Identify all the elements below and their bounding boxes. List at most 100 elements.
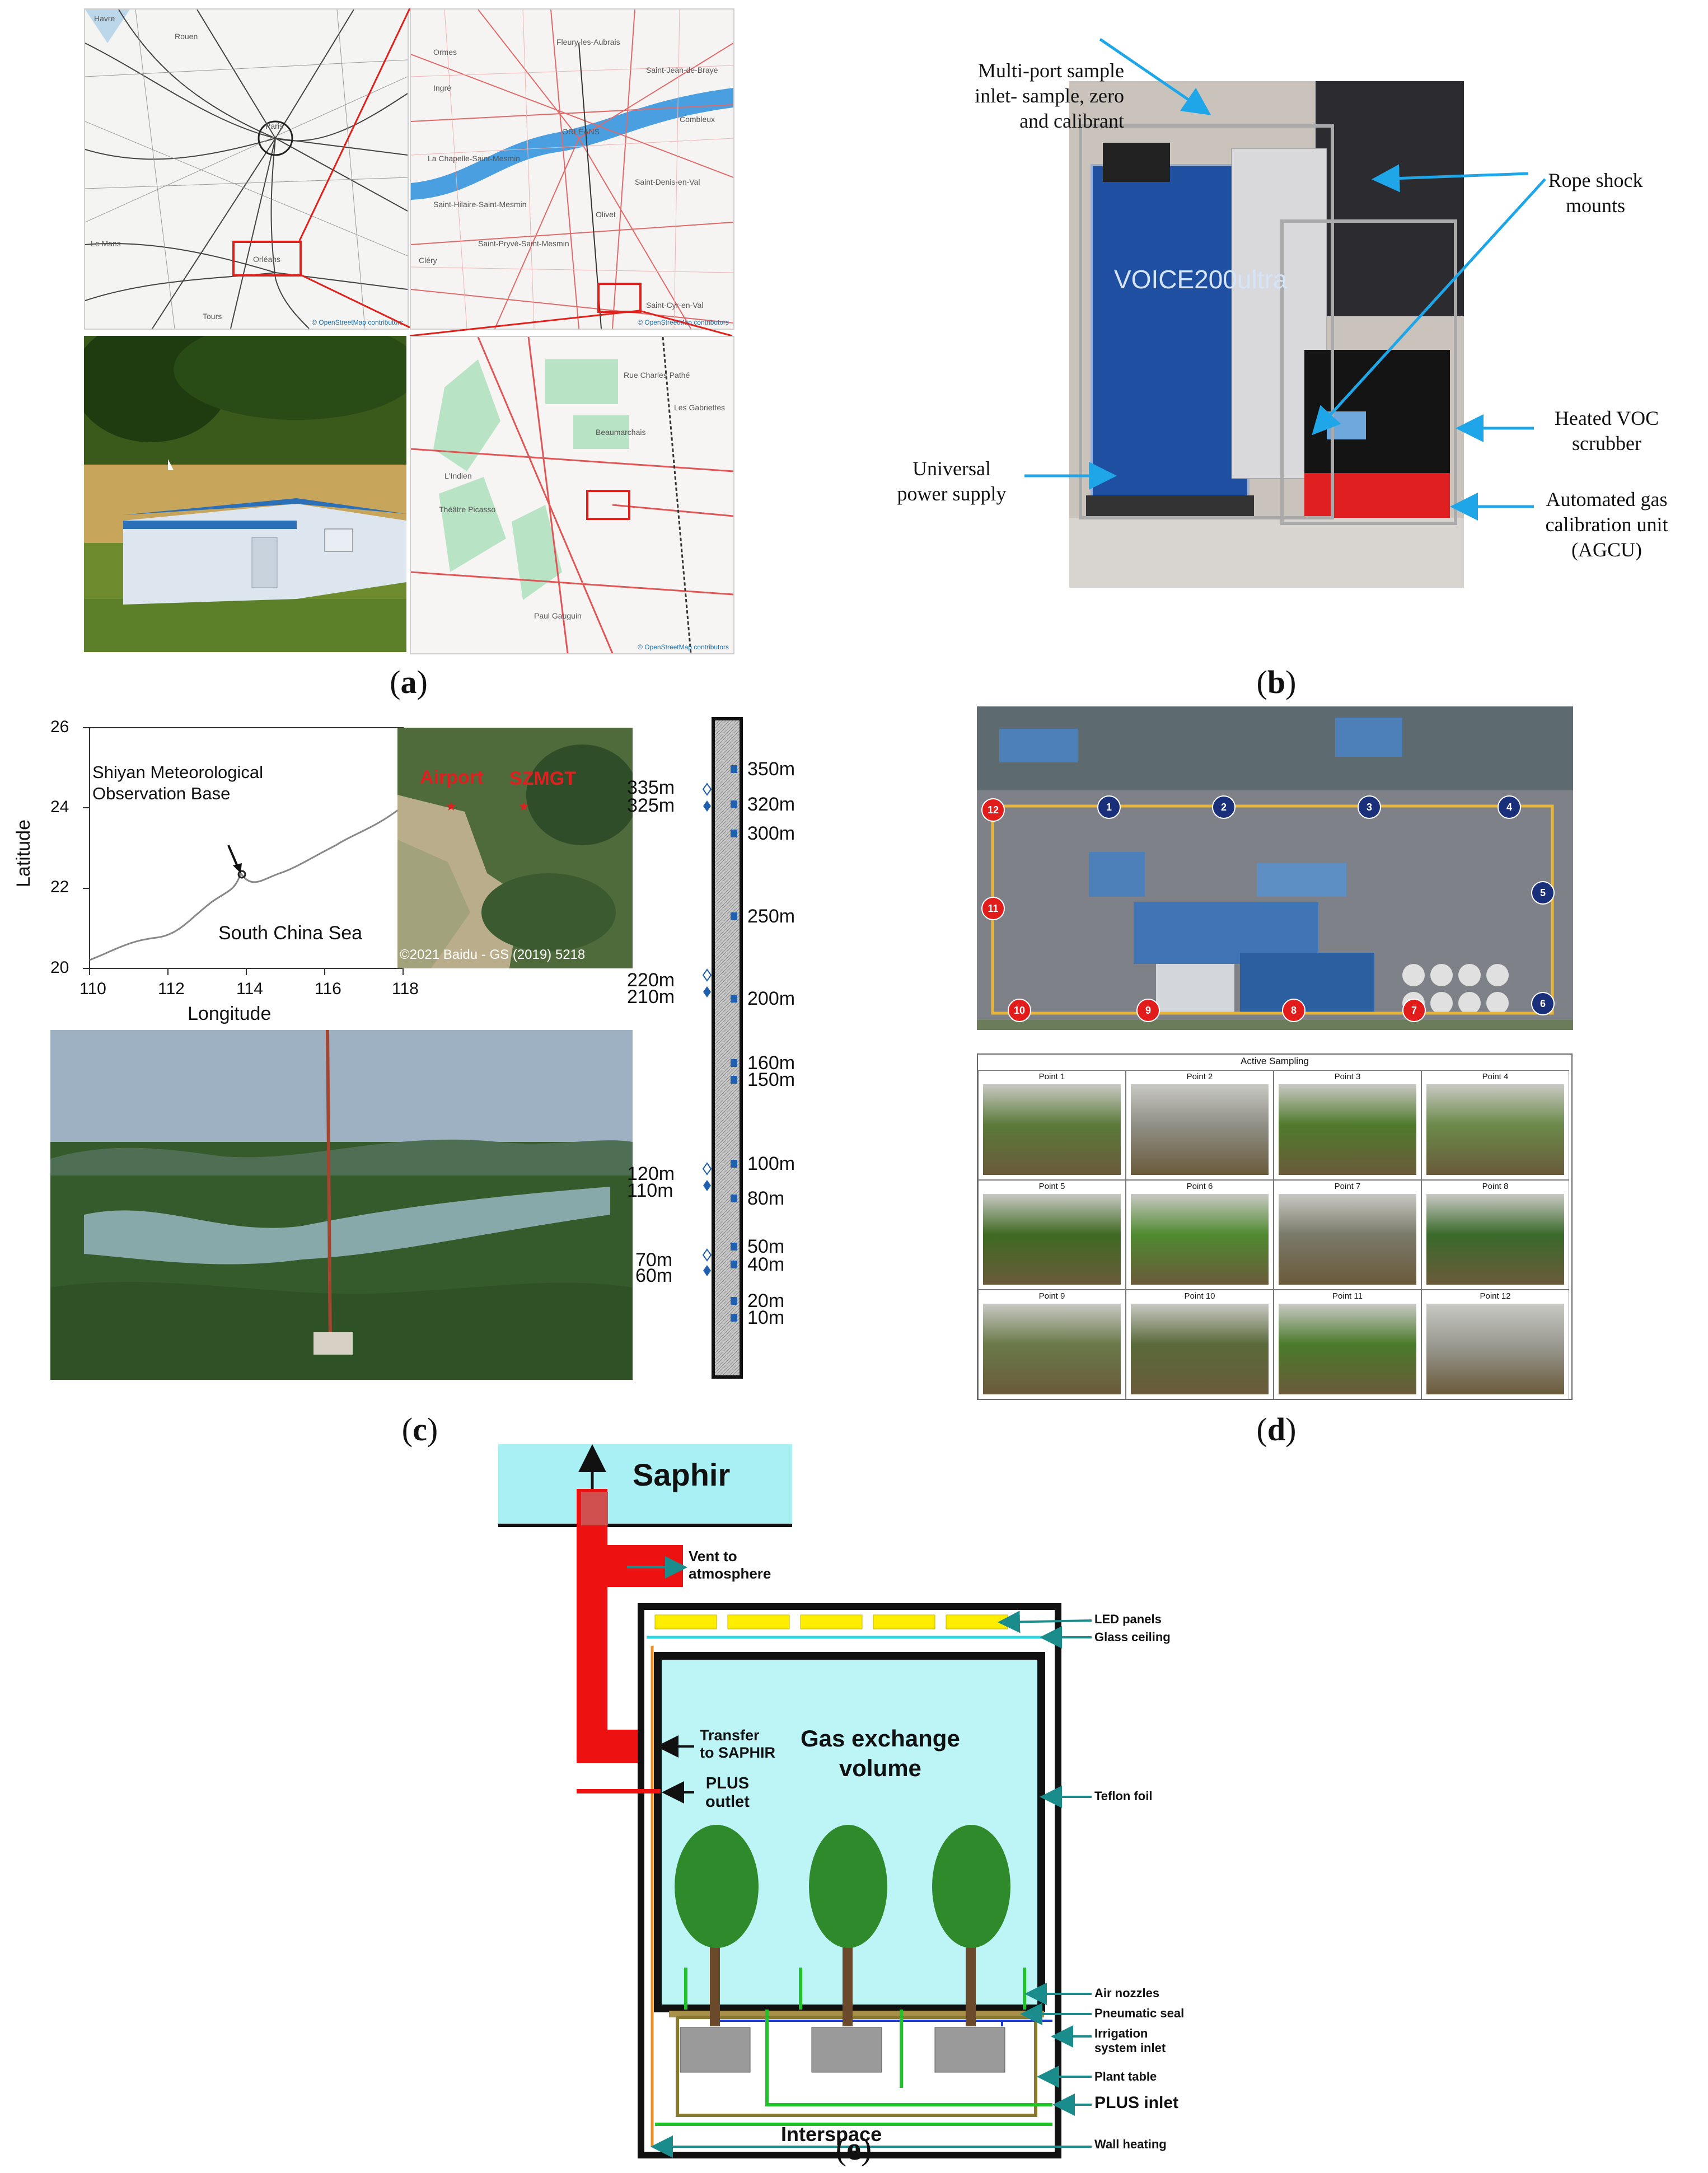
sampling-point-cell: Point 1 bbox=[978, 1070, 1126, 1180]
panel-a-label: (a) bbox=[390, 664, 428, 700]
sampling-point-label: Point 2 bbox=[1186, 1072, 1213, 1081]
map-site-detail: Beaumarchais Rue Charles Pathé Les Gabri… bbox=[410, 336, 734, 654]
height-left: 120m bbox=[627, 1163, 675, 1184]
map-place: Orléans bbox=[253, 255, 281, 264]
sampling-point-label: Point 4 bbox=[1482, 1072, 1509, 1081]
label-irrigation-inlet: system inlet bbox=[1094, 2041, 1166, 2055]
label-teflon-foil: Teflon foil bbox=[1094, 1789, 1153, 1803]
sampling-point-cell: Point 7 bbox=[1274, 1180, 1421, 1290]
sampling-point-cell: Point 8 bbox=[1421, 1180, 1569, 1290]
y-tick: 20 bbox=[50, 958, 69, 977]
panel-c-label: (c) bbox=[401, 1411, 438, 1448]
chamber-diagram bbox=[498, 1444, 1092, 2158]
map-place: Ingré bbox=[433, 83, 451, 92]
marker-point-9: 9 bbox=[1136, 999, 1160, 1022]
map-place: Ormes bbox=[433, 48, 457, 57]
sampling-point-photo bbox=[1131, 1084, 1269, 1175]
height-right: 200m bbox=[747, 988, 795, 1009]
map-place: Havre bbox=[94, 14, 115, 23]
sampling-point-photo bbox=[1131, 1304, 1269, 1394]
map-place: L'Indien bbox=[444, 471, 472, 480]
map-place: Tours bbox=[203, 312, 222, 321]
map-place: Saint-Cyr-en-Val bbox=[646, 301, 704, 310]
height-left: 110m bbox=[627, 1180, 673, 1201]
panel-a: Havre Rouen Paris Le Mans Orléans Tours … bbox=[84, 8, 734, 654]
sampling-point-photo bbox=[1279, 1304, 1416, 1394]
location-map bbox=[83, 727, 404, 975]
height-left: 210m bbox=[627, 986, 675, 1008]
road-network bbox=[411, 10, 733, 329]
baidu-credit: ©2021 Baidu - GS (2019) 5218 bbox=[400, 947, 586, 962]
height-left: 70m bbox=[635, 1249, 673, 1271]
panel-d: 1 2 3 4 5 6 7 8 9 10 11 12 Active Sampli… bbox=[977, 706, 1573, 1400]
height-left: 325m bbox=[627, 795, 675, 816]
panel-c: Shiyan Meteorological Observation Base S… bbox=[13, 705, 829, 1394]
marker-point-3: 3 bbox=[1358, 795, 1381, 819]
sampling-point-label: Point 11 bbox=[1332, 1291, 1363, 1301]
callout-arrows bbox=[1024, 38, 1546, 521]
site-label-2: Observation Base bbox=[92, 784, 231, 803]
sampling-point-label: Point 1 bbox=[1038, 1072, 1065, 1081]
map-place: Le Mans bbox=[91, 239, 121, 248]
panel-e-label: (e) bbox=[835, 2130, 872, 2167]
x-tick: 114 bbox=[236, 980, 263, 998]
sampling-point-label: Point 10 bbox=[1184, 1291, 1215, 1301]
site-label-1: Shiyan Meteorological bbox=[92, 762, 264, 782]
sampling-point-photo bbox=[1279, 1084, 1416, 1175]
sampling-point-label: Point 8 bbox=[1482, 1182, 1509, 1191]
marker-point-6: 6 bbox=[1531, 992, 1555, 1015]
label-irrigation: Irrigation bbox=[1094, 2026, 1148, 2040]
sampling-point-label: Point 5 bbox=[1038, 1182, 1065, 1191]
sampling-point-label: Point 9 bbox=[1038, 1291, 1065, 1301]
height-right: 350m bbox=[747, 758, 795, 780]
sampling-point-label: Point 3 bbox=[1334, 1072, 1361, 1081]
map-place: Paul Gauguin bbox=[534, 611, 582, 620]
marker-point-4: 4 bbox=[1498, 795, 1521, 819]
map-france: Havre Rouen Paris Le Mans Orléans Tours … bbox=[84, 8, 409, 330]
sensor-markers bbox=[702, 765, 737, 1322]
szmgt-label: SZMGT bbox=[509, 768, 576, 789]
map-orleans: Ormes Fleury-les-Aubrais Saint-Jean-de-B… bbox=[410, 8, 734, 330]
sampling-point-label: Point 12 bbox=[1480, 1291, 1511, 1301]
airport-star: ★ bbox=[446, 799, 457, 813]
label-led-panels: LED panels bbox=[1094, 1612, 1162, 1626]
interspace-label: Interspace bbox=[781, 2123, 882, 2146]
station-photo bbox=[84, 336, 406, 652]
marker-point-12: 12 bbox=[981, 798, 1005, 822]
saphir-label: Saphir bbox=[633, 1457, 731, 1492]
table-title: Active Sampling bbox=[1241, 1056, 1309, 1066]
map-place: Olivet bbox=[596, 210, 616, 219]
sampling-point-cell: Point 2 bbox=[1126, 1070, 1274, 1180]
szmgt-star: ★ bbox=[518, 799, 530, 813]
y-tick: 24 bbox=[50, 798, 69, 816]
height-right: 160m bbox=[747, 1052, 795, 1074]
sampling-point-cell: Point 3 bbox=[1274, 1070, 1421, 1180]
sampling-point-photo bbox=[1426, 1304, 1564, 1394]
panel-d-label: (d) bbox=[1256, 1411, 1297, 1448]
map-place: Saint-Denis-en-Val bbox=[635, 177, 700, 186]
height-right: 80m bbox=[747, 1188, 785, 1209]
map-place: Beaumarchais bbox=[596, 428, 646, 437]
map-place: Rouen bbox=[175, 32, 198, 41]
sampling-point-label: Point 7 bbox=[1334, 1182, 1361, 1191]
x-tick: 116 bbox=[315, 980, 341, 998]
instrument-brand: VOICE200ultra bbox=[1114, 265, 1288, 294]
street-map bbox=[411, 337, 733, 653]
marker-point-7: 7 bbox=[1402, 999, 1426, 1022]
sampling-point-cell: Point 6 bbox=[1126, 1180, 1274, 1290]
marker-point-10: 10 bbox=[1008, 999, 1031, 1022]
y-tick: 22 bbox=[50, 878, 69, 896]
sampling-point-cell: Point 12 bbox=[1421, 1290, 1569, 1399]
tower-photo bbox=[50, 1030, 633, 1380]
sea-label: South China Sea bbox=[218, 922, 363, 944]
y-axis-label: Latitude bbox=[13, 819, 34, 887]
sampling-point-photo bbox=[1279, 1194, 1416, 1285]
